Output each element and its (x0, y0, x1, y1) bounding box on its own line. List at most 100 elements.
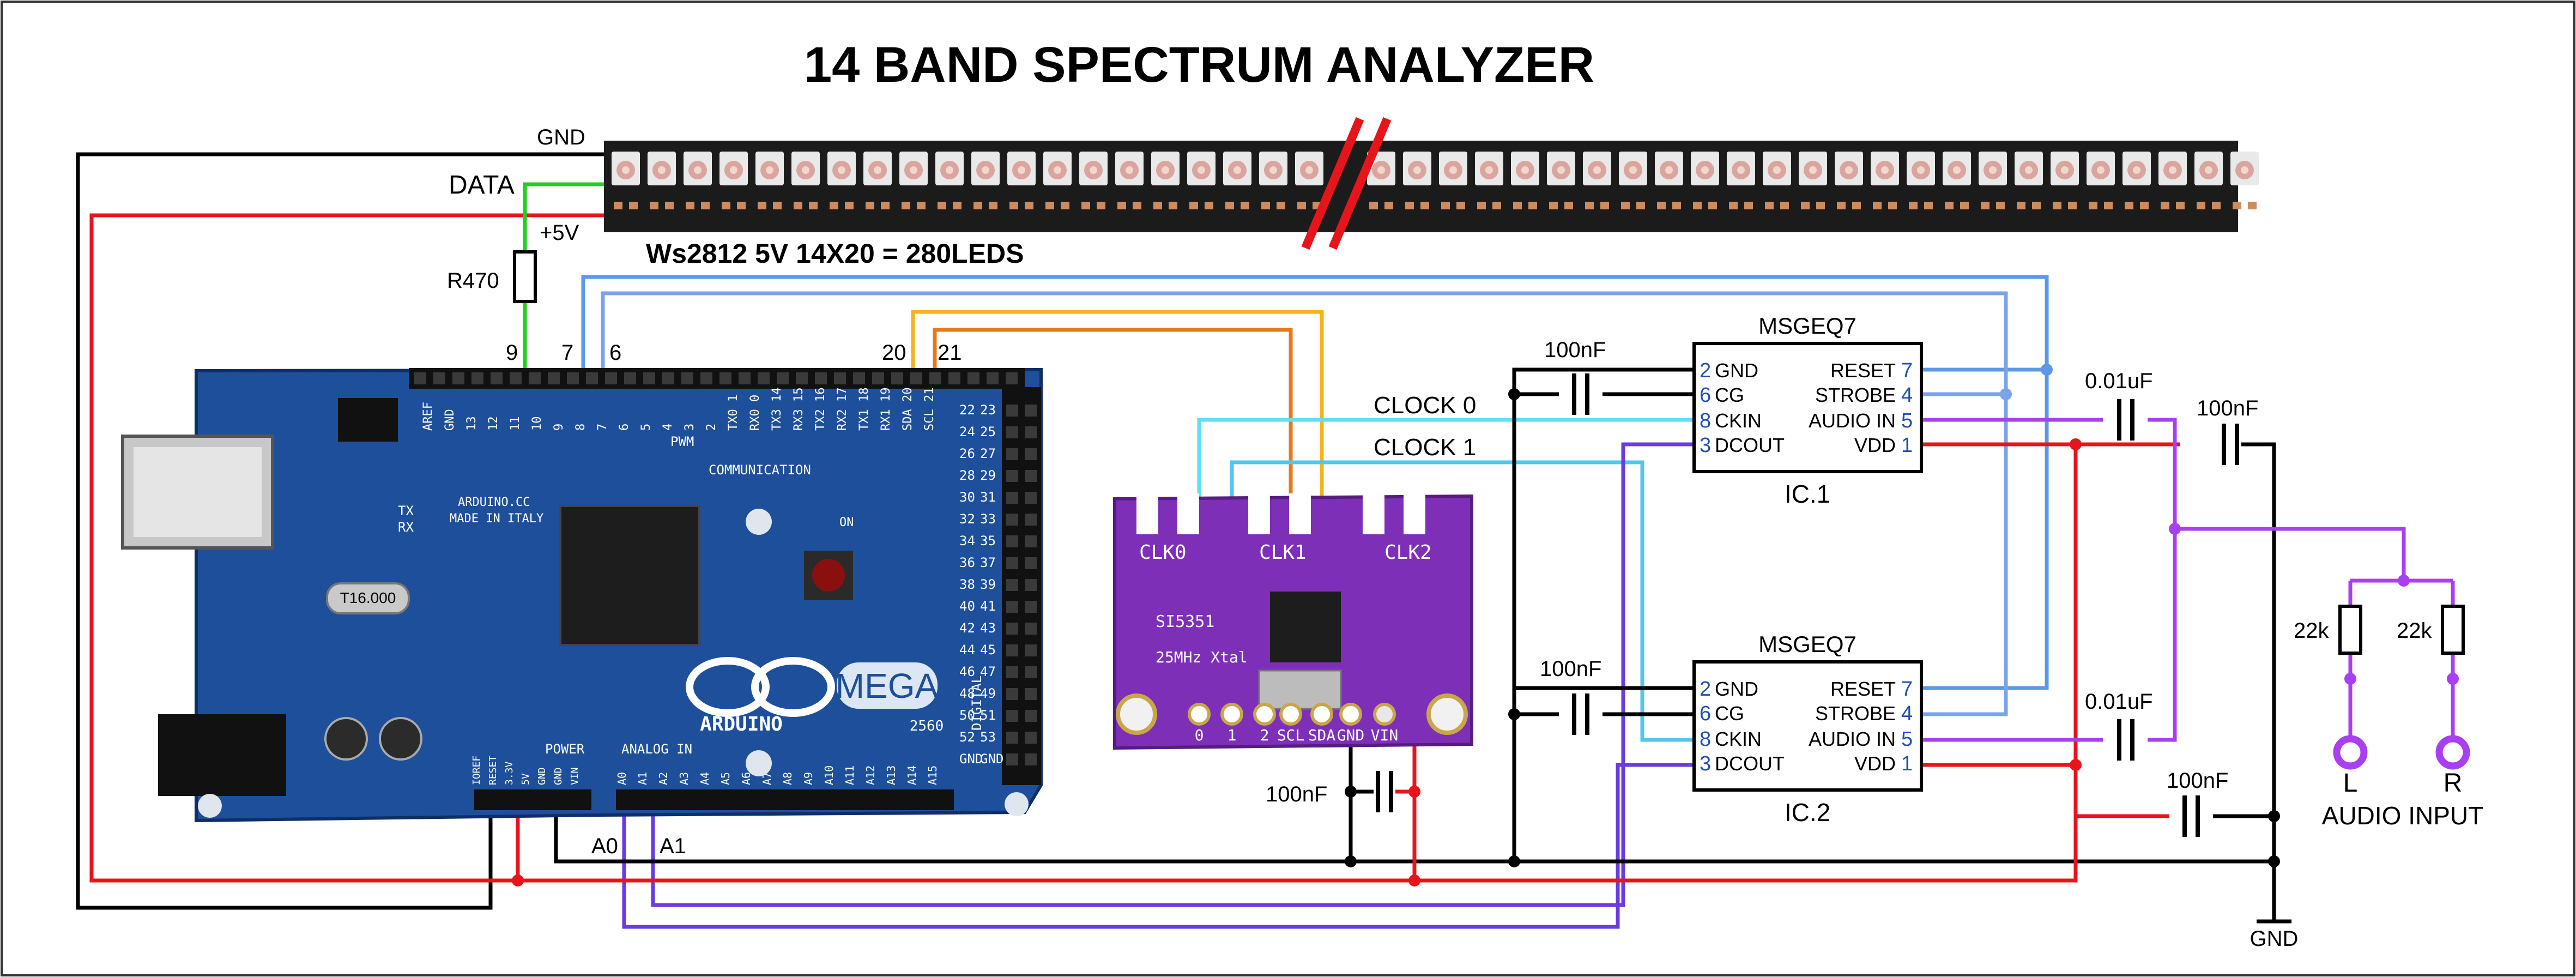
si5351-pin (1279, 703, 1302, 726)
led-cell (1691, 152, 1719, 209)
led-cell (1763, 152, 1791, 209)
ic2-pin-num: 1 (1901, 752, 1913, 775)
ic1-pin-name: GND (1715, 359, 1758, 382)
header-pin-label: 13 (465, 417, 479, 431)
ic2-pin-num: 2 (1700, 678, 1711, 701)
power-pin-label: 5V (520, 773, 531, 785)
header-pin (1006, 405, 1018, 417)
si-clk0: CLK0 (1139, 541, 1187, 564)
ic2-pin-name: VDD (1854, 752, 1896, 775)
header-pin-label: 33 (980, 511, 996, 527)
crystal (326, 582, 410, 614)
gnd-rail-right (2227, 442, 2276, 894)
header-pin-label: 44 (959, 642, 975, 658)
header-pin (491, 372, 503, 384)
si5351-pin-label: 1 (1227, 726, 1237, 744)
header-pin (1025, 426, 1037, 438)
header-pin (1006, 623, 1018, 635)
analog-pin-label: A15 (926, 765, 939, 785)
ic2-pin-name: GND (1715, 678, 1758, 700)
header-pin (796, 372, 808, 384)
led-cell (1403, 152, 1431, 209)
header-pin-label: 41 (980, 599, 996, 614)
arduino-pin-6: 6 (609, 341, 621, 365)
svg-text:DIGITAL: DIGITAL (969, 676, 984, 731)
led-cell (1151, 152, 1180, 209)
header-pin (758, 372, 770, 384)
led-cell (1871, 152, 1899, 209)
arduino-pin-7: 7 (561, 341, 573, 365)
header-pin-label: RX2 17 (836, 388, 849, 431)
header-pin (1006, 732, 1018, 744)
ic2-label: IC.2 (1785, 798, 1830, 827)
ic2-part-name: MSGEQ7 (1758, 631, 1857, 657)
strip-break-mark (1328, 117, 1392, 250)
led-cell (1187, 152, 1216, 209)
ic1-pin-name: CKIN (1715, 409, 1762, 432)
header-pin (548, 372, 560, 384)
header-pin-label: 36 (959, 555, 975, 570)
header-pin-label: 51 (980, 708, 996, 723)
audio-jack-right[interactable] (2435, 735, 2470, 770)
power-bus (600, 442, 2078, 883)
audio-left-label: L (2343, 769, 2358, 798)
svg-text:100nF: 100nF (1540, 657, 1601, 681)
led-data-label: DATA (449, 171, 515, 200)
header-pin (624, 372, 636, 384)
resistor-right-label: 22k (2397, 619, 2432, 643)
header-pin (719, 372, 731, 384)
clock0-label: CLOCK 0 (1374, 392, 1476, 419)
header-pin (910, 372, 922, 384)
audio-jack-left[interactable] (2333, 735, 2368, 770)
data-wire (523, 182, 604, 252)
header-pin-label: RX0 0 (748, 395, 762, 431)
header-pin (1006, 666, 1018, 678)
audio-right-label: R (2444, 769, 2463, 798)
header-pin (452, 372, 464, 384)
header-pin-label: 26 (959, 446, 975, 461)
analog-pin-label: A3 (678, 772, 691, 785)
led-cell (1583, 152, 1611, 209)
header-pin (1006, 601, 1018, 613)
header-pin-label: TX1 18 (857, 388, 871, 431)
header-pin (739, 372, 751, 384)
ic2-gnd-capacitor: 100nF (1540, 657, 1601, 736)
header-pin (987, 372, 999, 384)
header-pin (567, 372, 579, 384)
header-pin (967, 372, 979, 384)
led-strip-caption: Ws2812 5V 14X20 = 280LEDS (646, 238, 1024, 269)
si5351-pin (1253, 703, 1276, 726)
ic2-pin-name: DCOUT (1715, 752, 1785, 775)
si5351-pin-label: 0 (1195, 726, 1204, 744)
si5351-pin (1310, 703, 1333, 726)
svg-text:100nF: 100nF (2167, 769, 2228, 793)
power-header (474, 789, 591, 810)
header-pin (1025, 753, 1037, 765)
svg-text:0.01uF: 0.01uF (2085, 690, 2153, 714)
header-pin (471, 372, 483, 384)
ic1-input-capacitor: 0.01uF (2085, 369, 2153, 442)
header-pin-label: 47 (980, 664, 996, 679)
header-pin-label: 52 (959, 729, 975, 745)
header-pin (1006, 448, 1018, 460)
led-cell (2194, 152, 2223, 209)
header-pin-label: 38 (959, 577, 975, 592)
ic1-pin-num: 4 (1901, 384, 1913, 407)
svg-text:RX: RX (398, 520, 414, 535)
si5351-pin-label: SCL (1277, 726, 1305, 744)
header-pin-label: GND (980, 751, 1003, 767)
led-cell (2087, 152, 2115, 209)
svg-text:100nF: 100nF (2197, 396, 2258, 420)
analog-pin-label: A2 (657, 772, 670, 785)
header-pin-label: 34 (959, 533, 975, 548)
ic1-pin-name: CG (1715, 384, 1744, 406)
header-pin-label: SCL 21 (923, 388, 936, 431)
resistor-22k-right (2441, 605, 2465, 655)
header-pin (872, 372, 884, 384)
led-cell (2158, 152, 2187, 209)
led-cell (899, 152, 928, 209)
led-cell (827, 152, 856, 209)
header-pin (1006, 579, 1018, 591)
